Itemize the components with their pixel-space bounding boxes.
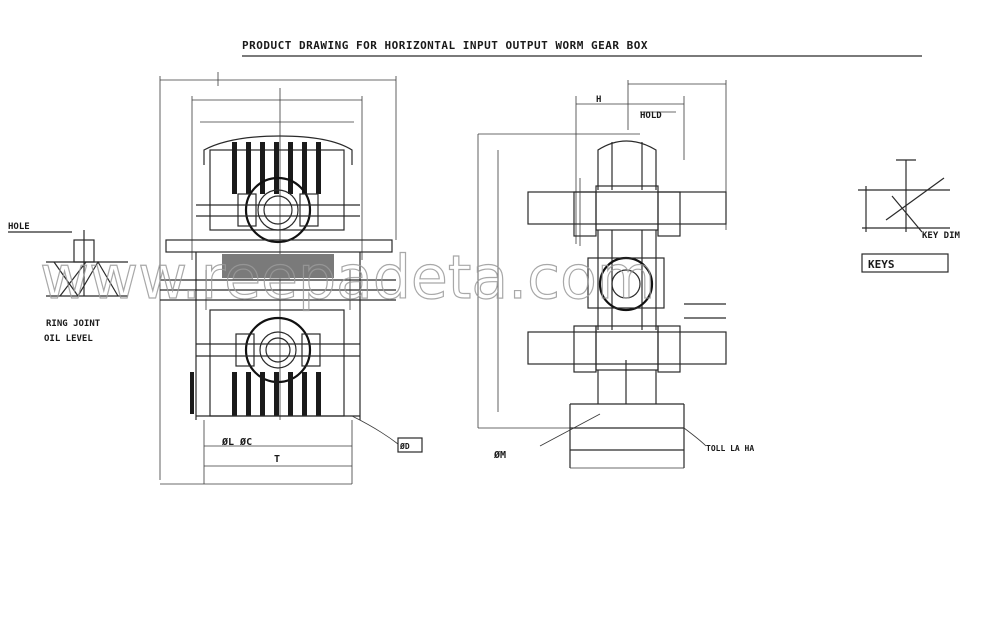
side-view: H HOLD ØM TOLL LA HA bbox=[477, 80, 754, 469]
side-label-top-1: H bbox=[596, 95, 601, 105]
right-detail: KEY DIM KEYS bbox=[858, 159, 961, 273]
watermark: www.reepadeta.com bbox=[40, 243, 655, 313]
right-detail-label: KEY DIM bbox=[922, 231, 961, 241]
drawing-title: PRODUCT DRAWING FOR HORIZONTAL INPUT OUT… bbox=[242, 39, 648, 52]
left-detail: HOLE RING JOINT OIL LEVEL bbox=[8, 222, 128, 344]
front-label-lower: ØL ØC bbox=[221, 436, 252, 448]
side-label-bottom-2: TOLL LA HA bbox=[706, 444, 754, 453]
left-detail-top-label: HOLE bbox=[8, 222, 30, 232]
left-detail-ref-1: RING JOINT bbox=[46, 319, 101, 329]
upper-fins bbox=[232, 142, 321, 194]
front-view: ØL ØC T ØD bbox=[159, 72, 423, 485]
side-label-top-2: HOLD bbox=[640, 111, 662, 121]
front-label-note: ØD bbox=[399, 441, 410, 451]
left-detail-ref-2: OIL LEVEL bbox=[44, 334, 93, 344]
lower-fins bbox=[232, 372, 321, 416]
front-label-bottom: T bbox=[274, 454, 280, 465]
side-label-bottom-1: ØM bbox=[493, 449, 506, 461]
right-detail-box-label: KEYS bbox=[868, 258, 895, 271]
